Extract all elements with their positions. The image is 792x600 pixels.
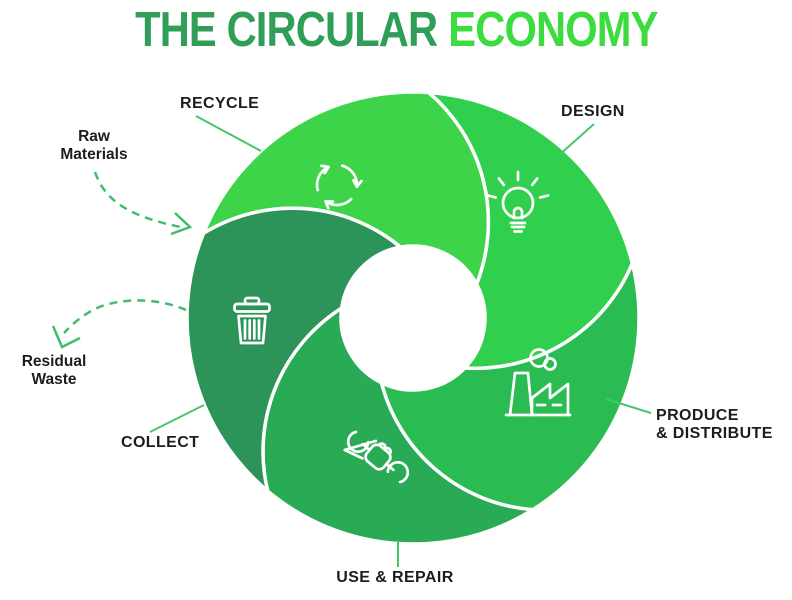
design-label: DESIGN [561,103,625,120]
title-part-1: THE CIRCULAR [134,3,438,57]
flow-arrows [51,171,193,349]
segment-collect [185,206,405,496]
lightbulb-icon [486,170,550,233]
donut-segments [185,90,641,546]
wrench-hand-icon [343,430,410,484]
collect-connector-line [149,404,205,433]
produce-connector-line [605,398,652,414]
design-connector-line [557,123,595,157]
recycle-connector-line [195,115,262,152]
raw-materials-arrow [93,171,193,236]
title-part-2: ECONOMY [447,3,658,57]
recycle-icon [315,164,363,210]
factory-icon [504,348,572,417]
use-repair-label: USE & REPAIR [336,569,454,586]
collect-label: COLLECT [121,434,200,451]
raw-materials-label: Raw Materials [60,128,128,163]
residual-waste-label: Residual Waste [21,353,87,388]
produce-distribute-label: PRODUCE & DISTRIBUTE [656,407,773,442]
label-connector-lines [149,115,652,567]
trash-can-icon [233,296,271,345]
recycle-label: RECYCLE [180,95,260,112]
residual-waste-arrow [51,299,187,349]
